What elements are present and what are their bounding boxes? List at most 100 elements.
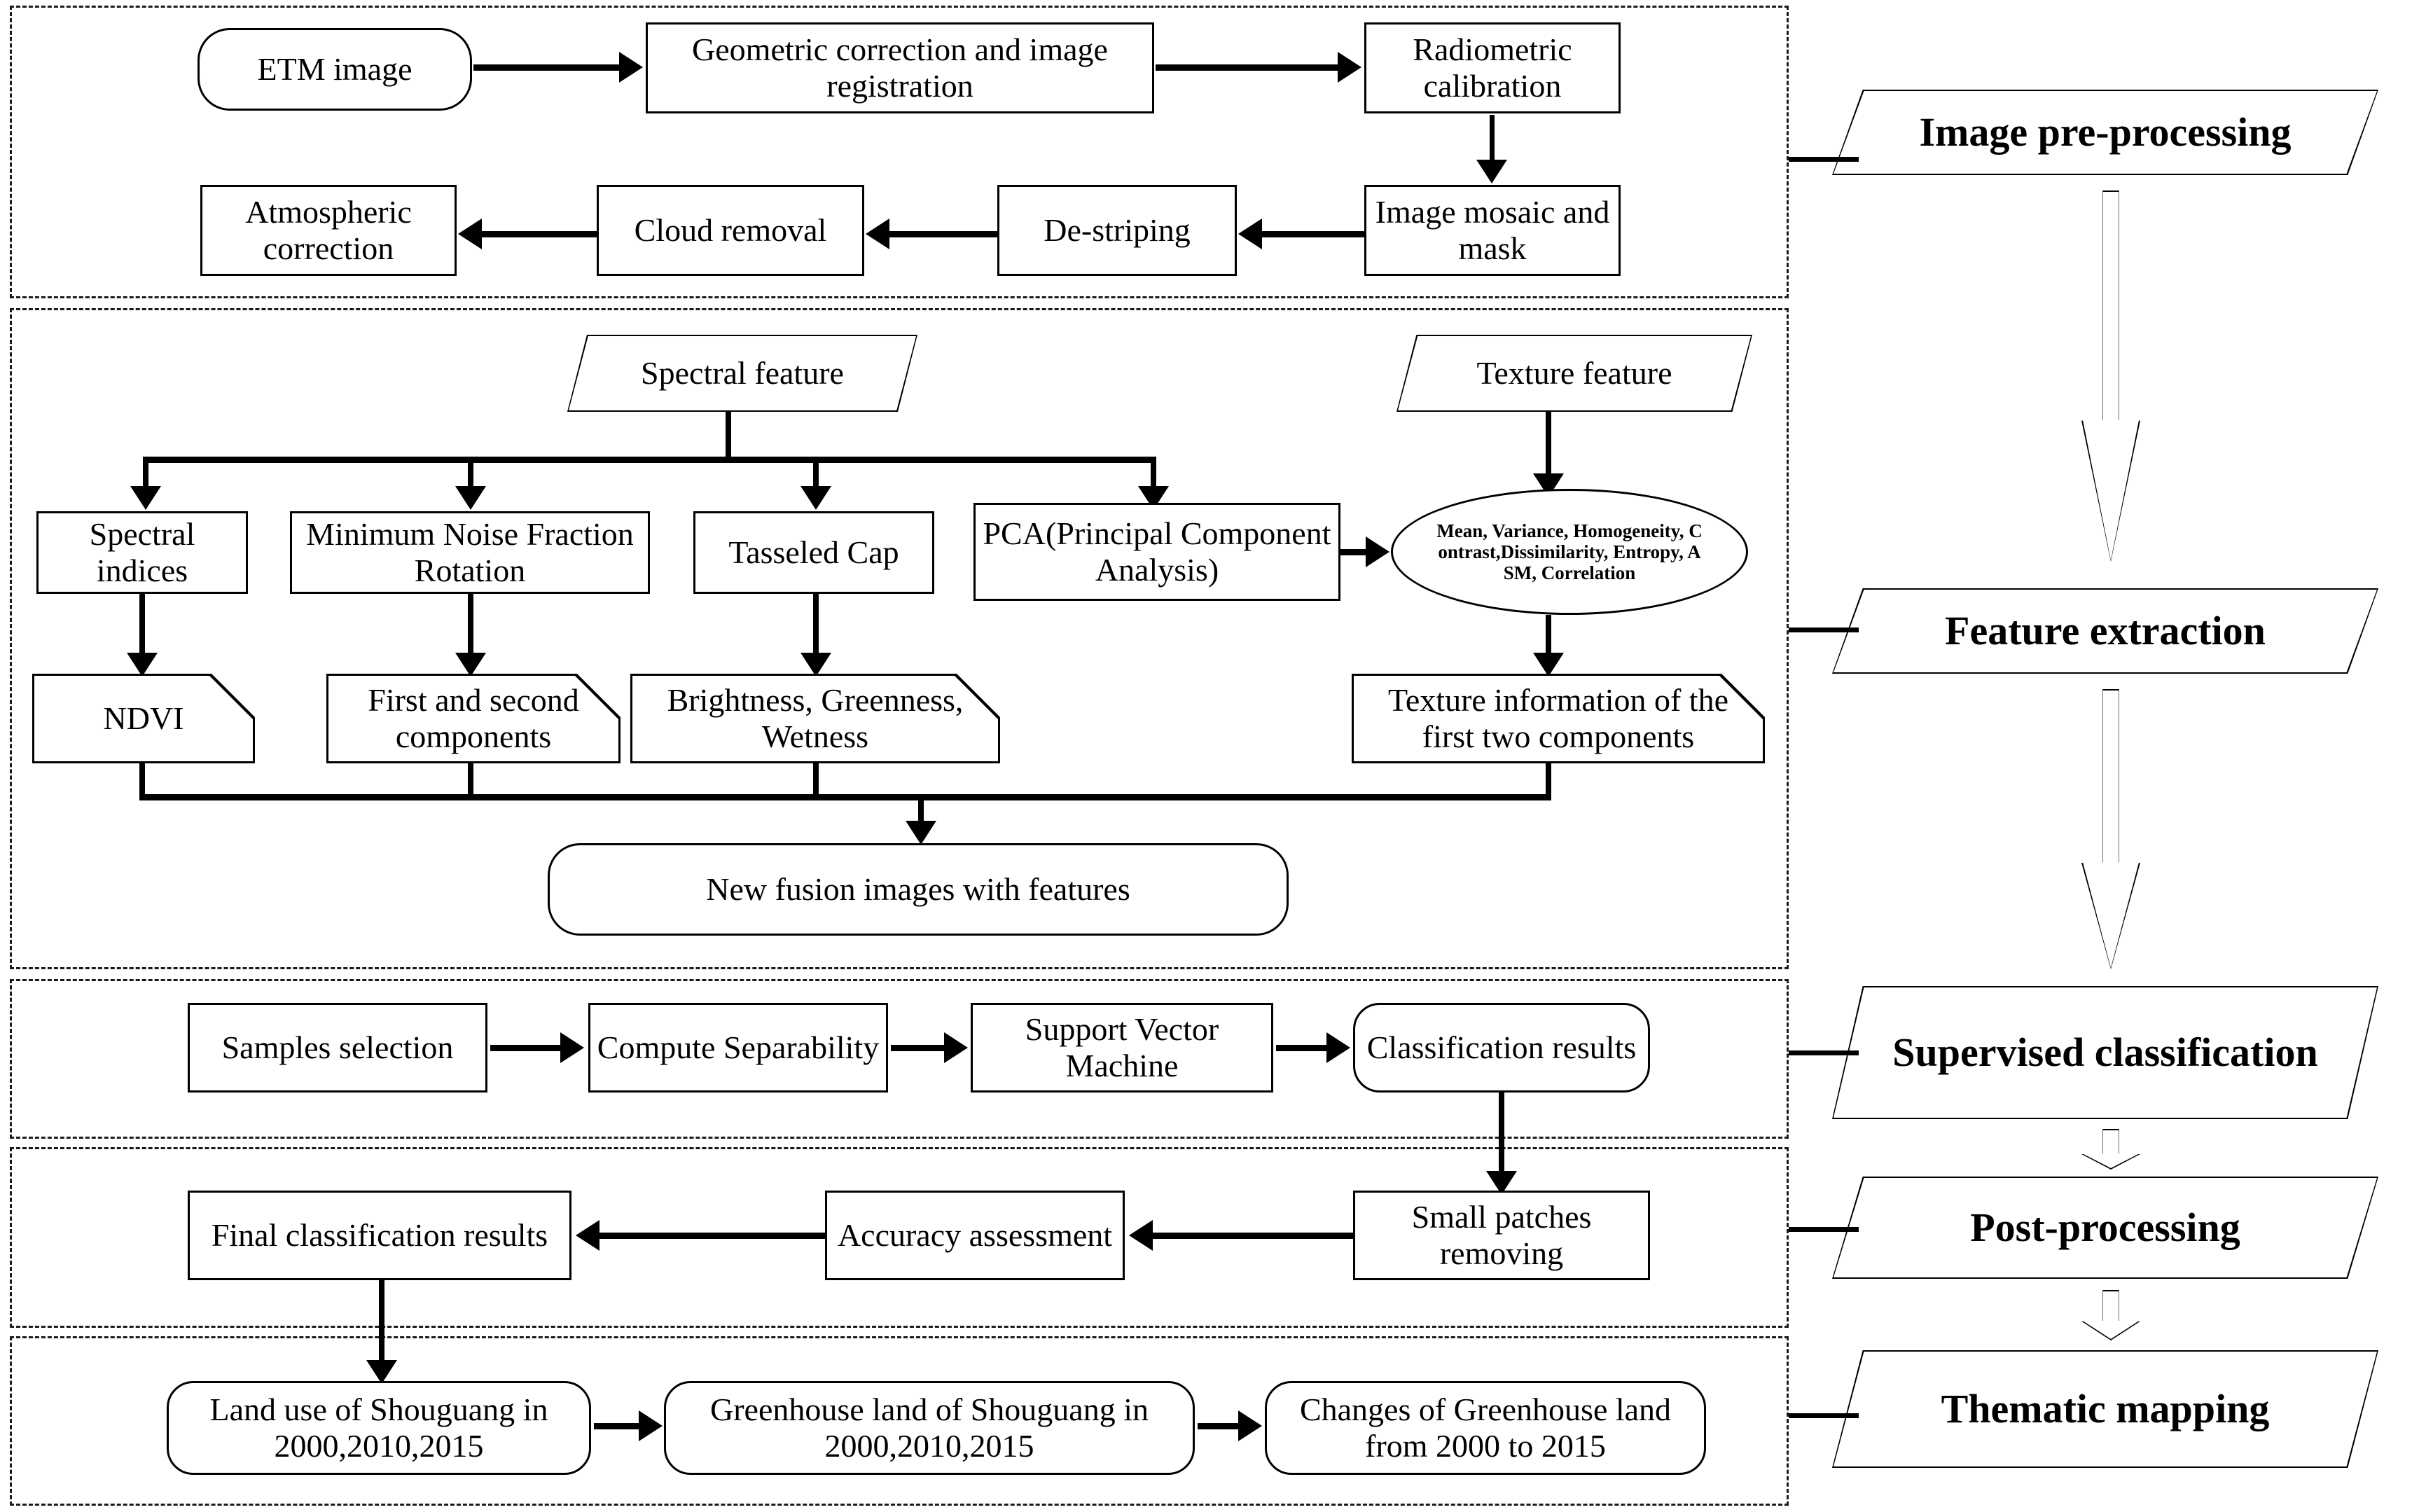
glcm-line-3: SM, Correlation	[1503, 562, 1636, 584]
node-label: Texture feature	[1476, 354, 1672, 391]
node-ndvi[interactable]: NDVI	[32, 674, 255, 763]
node-label: ETM image	[257, 51, 413, 88]
edge-bus-to-tasseled-cap	[813, 457, 819, 492]
node-accuracy-assessment[interactable]: Accuracy assessment	[825, 1191, 1125, 1280]
node-atmospheric-correction[interactable]: Atmospheric correction	[200, 185, 457, 276]
edge-ndvi-down	[139, 763, 145, 800]
node-spectral-indices[interactable]: Spectral indices	[36, 511, 248, 594]
node-label: Cloud removal	[634, 212, 827, 249]
node-label: Spectral feature	[641, 354, 844, 391]
arrowhead-right-icon	[944, 1032, 968, 1063]
connector-group-to-stage-4	[1789, 1227, 1859, 1232]
stage-label-text: Feature extraction	[1945, 608, 2266, 654]
node-land-use-shouguang[interactable]: Land use of Shouguang in 2000,2010,2015	[167, 1381, 591, 1475]
node-geometric-correction[interactable]: Geometric correction and image registrat…	[646, 22, 1154, 113]
edge-bus-to-spectral-indices	[143, 457, 148, 492]
edge-geometric-to-radiometric	[1156, 64, 1339, 71]
node-label: NDVI	[103, 700, 184, 737]
edge-accuracy-to-final	[599, 1233, 826, 1239]
stage-label-text: Thematic mapping	[1941, 1386, 2270, 1432]
arrowhead-down-icon	[455, 653, 486, 677]
edge-results-to-small-patches	[1499, 1093, 1504, 1182]
node-final-classification-results[interactable]: Final classification results	[188, 1191, 571, 1280]
glcm-line-1: Mean, Variance, Homogeneity, C	[1436, 520, 1703, 541]
node-texture-information[interactable]: Texture information of the first two com…	[1352, 674, 1765, 763]
node-tasseled-cap[interactable]: Tasseled Cap	[693, 511, 934, 594]
node-image-mosaic-and-mask[interactable]: Image mosaic and mask	[1364, 185, 1621, 276]
node-mnf-rotation[interactable]: Minimum Noise Fraction Rotation	[290, 511, 650, 594]
edge-pca-to-glcm	[1340, 549, 1370, 555]
node-pca[interactable]: PCA(Principal Component Analysis)	[973, 503, 1340, 601]
stage-label-text: Image pre-processing	[1919, 109, 2292, 155]
connector-group-to-stage-2	[1789, 627, 1859, 632]
node-label: Samples selection	[221, 1029, 454, 1066]
edge-mnf-to-components	[468, 594, 473, 664]
node-label: Changes of Greenhouse land from 2000 to …	[1299, 1392, 1672, 1464]
node-radiometric-calibration[interactable]: Radiometric calibration	[1364, 22, 1621, 113]
arrowhead-right-icon	[1366, 536, 1389, 567]
arrowhead-left-icon	[1129, 1220, 1153, 1251]
node-label: Classification results	[1366, 1029, 1637, 1066]
arrowhead-down-icon	[127, 653, 158, 677]
arrowhead-left-icon	[576, 1220, 599, 1251]
arrowhead-down-icon	[800, 486, 831, 510]
node-compute-separability[interactable]: Compute Separability	[588, 1003, 888, 1093]
edge-land-use-to-greenhouse	[594, 1423, 642, 1429]
node-label: Texture information of the first two com…	[1387, 682, 1728, 754]
edge-bgw-down	[813, 763, 819, 800]
group-post-processing	[10, 1147, 1789, 1328]
arrowhead-down-icon	[906, 821, 936, 845]
node-classification-results[interactable]: Classification results	[1353, 1003, 1650, 1093]
edge-texture-stem	[1546, 412, 1551, 483]
arrowhead-right-icon	[1238, 1410, 1262, 1441]
edge-merge-to-fusion	[918, 794, 924, 831]
edge-spectral-indices-to-ndvi	[139, 594, 145, 664]
node-greenhouse-land-shouguang[interactable]: Greenhouse land of Shouguang in 2000,201…	[664, 1381, 1195, 1475]
node-spectral-feature[interactable]: Spectral feature	[567, 335, 917, 412]
node-first-and-second-components[interactable]: First and second components	[326, 674, 621, 763]
node-label: Brightness, Greenness, Wetness	[667, 682, 964, 754]
node-label: Geometric correction and image registrat…	[692, 32, 1108, 104]
connector-group-to-stage-5	[1789, 1413, 1859, 1418]
node-support-vector-machine[interactable]: Support Vector Machine	[971, 1003, 1273, 1093]
block-arrow-down-icon	[2081, 689, 2140, 969]
node-greenhouse-changes[interactable]: Changes of Greenhouse land from 2000 to …	[1265, 1381, 1706, 1475]
node-de-striping[interactable]: De-striping	[997, 185, 1237, 276]
arrowhead-down-icon	[1476, 160, 1507, 183]
node-glcm-measures[interactable]: Mean, Variance, Homogeneity, C ontrast,D…	[1391, 489, 1748, 615]
arrowhead-down-icon	[800, 653, 831, 677]
node-label: Atmospheric correction	[245, 194, 412, 266]
edge-spectral-stem	[726, 412, 731, 459]
stage-label-text: Post-processing	[1970, 1205, 2240, 1251]
node-label: Radiometric calibration	[1413, 32, 1572, 104]
node-label: Land use of Shouguang in 2000,2010,2015	[209, 1392, 548, 1464]
edge-spectral-bus	[143, 457, 1156, 463]
edge-greenhouse-to-changes	[1198, 1423, 1241, 1429]
arrowhead-down-icon	[1533, 653, 1564, 677]
node-samples-selection[interactable]: Samples selection	[188, 1003, 487, 1093]
stage-label-supervised-classification: Supervised classification	[1832, 986, 2378, 1119]
edge-destriping-to-cloud	[889, 231, 997, 237]
node-label: Mean, Variance, Homogeneity, C ontrast,D…	[1436, 520, 1702, 584]
stage-label-feature-extraction: Feature extraction	[1832, 588, 2378, 674]
edge-svm-to-results	[1276, 1045, 1329, 1051]
node-label: Image mosaic and mask	[1375, 194, 1610, 266]
edge-etm-to-geometric	[473, 64, 621, 71]
node-new-fusion-images[interactable]: New fusion images with features	[548, 843, 1289, 936]
arrowhead-left-icon	[458, 219, 482, 249]
connector-group-to-stage-1	[1789, 157, 1859, 162]
node-label: Spectral indices	[89, 516, 195, 588]
node-etm-image[interactable]: ETM image	[197, 28, 472, 111]
edge-mosaic-to-destriping	[1262, 231, 1366, 237]
node-cloud-removal[interactable]: Cloud removal	[597, 185, 864, 276]
group-supervised-classification	[10, 979, 1789, 1139]
arrowhead-down-icon	[130, 486, 161, 510]
node-texture-feature[interactable]: Texture feature	[1396, 335, 1752, 412]
node-label: Tasseled Cap	[728, 534, 899, 571]
arrowhead-down-icon	[366, 1360, 397, 1384]
node-brightness-greenness-wetness[interactable]: Brightness, Greenness, Wetness	[630, 674, 1000, 763]
node-label: Minimum Noise Fraction Rotation	[306, 516, 634, 588]
stage-label-post-processing: Post-processing	[1832, 1177, 2378, 1279]
node-small-patches-removing[interactable]: Small patches removing	[1353, 1191, 1650, 1280]
